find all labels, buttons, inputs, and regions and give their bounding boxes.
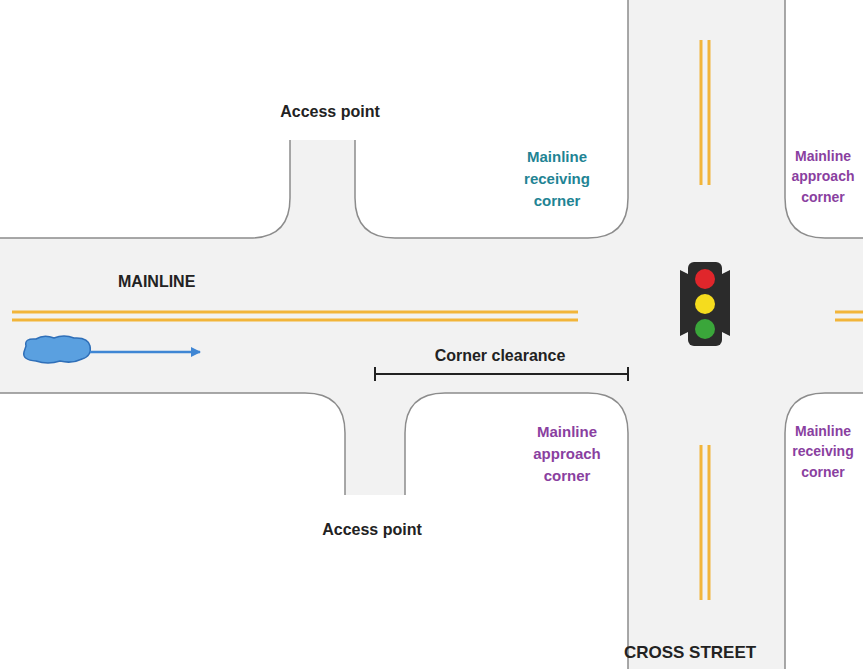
corner-label: Mainline approach corner [787,146,859,207]
access-label: Access point [322,518,422,541]
corner-clearance-dimension [375,367,628,381]
dimension-label: Corner clearance [435,344,566,367]
corner-label: Mainline receiving corner [787,421,859,482]
yellow-center-lines [12,40,863,600]
road-name: CROSS STREET [624,641,756,666]
corner-label: Mainline receiving corner [515,146,599,211]
corner-label: Mainline approach corner [525,421,609,486]
traffic-light [680,262,730,346]
access-label: Access point [280,100,380,123]
road-name: MAINLINE [118,270,195,293]
car-with-arrow [24,336,200,363]
